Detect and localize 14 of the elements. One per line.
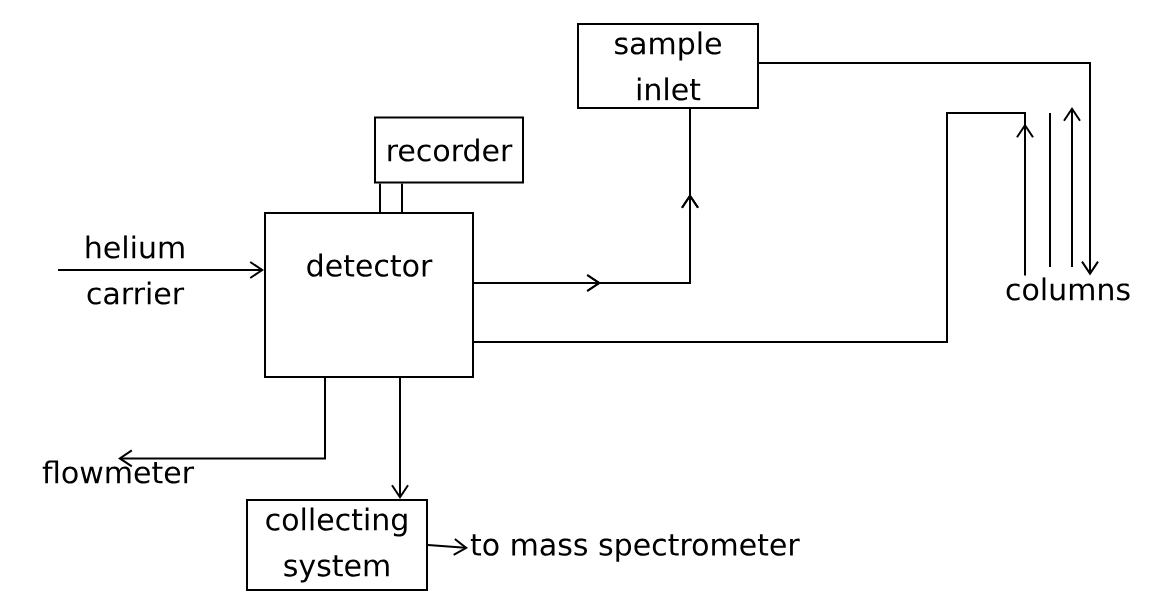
- process-box: recorder: [374, 116, 524, 184]
- flow-label: to mass spectrometer: [470, 534, 800, 562]
- arrow: [57, 261, 264, 279]
- connector-line: [379, 182, 403, 213]
- arrow: [391, 377, 409, 499]
- process-box: collecting system: [246, 499, 428, 591]
- flow-label: helium carrier: [86, 235, 185, 305]
- arrow: [118, 377, 326, 468]
- flow-label: flowmeter: [42, 460, 194, 484]
- process-box: sample inlet: [577, 23, 759, 109]
- arrow: [758, 62, 1099, 276]
- process-box: detector: [264, 212, 474, 378]
- arrow: [427, 538, 468, 556]
- flow-label: columns: [1006, 277, 1130, 301]
